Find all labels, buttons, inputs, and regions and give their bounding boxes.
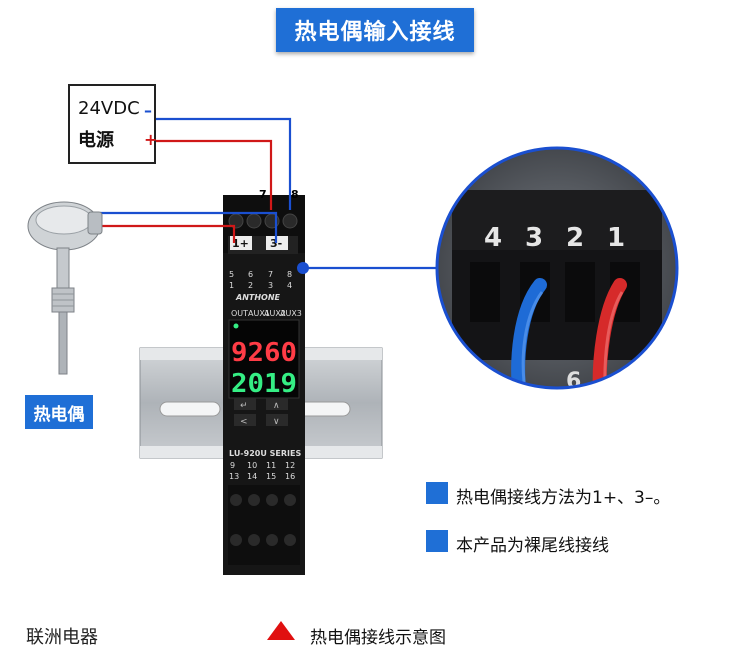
zoom-number-2: 2 xyxy=(566,223,584,253)
terminal-3-minus-label: 3- xyxy=(270,237,282,250)
negative-terminal-sign: – xyxy=(144,101,152,120)
thermocouple-sensor xyxy=(27,201,103,375)
terminal-7-label: 7 xyxy=(259,188,267,201)
out-led-icon xyxy=(233,323,239,329)
pv-display: 9260 xyxy=(231,338,297,368)
zoom-number-4: 4 xyxy=(484,223,502,253)
terminal-9: 9 xyxy=(230,461,235,470)
terminal-10: 10 xyxy=(247,461,257,470)
diagram-caption: 热电偶接线示意图 xyxy=(310,628,446,648)
zoom-circle xyxy=(435,146,679,390)
terminal-row-lower-4: 4 xyxy=(287,281,292,290)
terminal-row-lower-3: 3 xyxy=(268,281,273,290)
terminal-row-upper-3: 7 xyxy=(268,270,273,279)
up-key-icon[interactable]: ∧ xyxy=(273,401,280,411)
thermocouple-label-text: 热电偶 xyxy=(33,404,85,425)
terminal-row-upper-4: 8 xyxy=(287,270,292,279)
note-bullet-icon xyxy=(426,530,448,552)
indicator-aux1: AUX1 xyxy=(248,309,270,318)
series-label: LU-920U SERIES xyxy=(229,449,301,458)
zoom-bottom-mark: 6 xyxy=(566,369,581,394)
terminal-16: 16 xyxy=(285,472,295,481)
terminal-row-upper-2: 6 xyxy=(248,270,253,279)
zoom-number-3: 3 xyxy=(525,223,543,253)
indicator-aux3: AUX3 xyxy=(280,309,302,318)
terminal-row-upper-1: 5 xyxy=(229,270,234,279)
zoom-detail: 6 xyxy=(437,148,677,394)
power-voltage: 24VDC xyxy=(78,98,140,119)
thermocouple-negative-wire xyxy=(100,211,278,243)
thermocouple-positive-wire xyxy=(100,224,236,243)
terminal-row-lower-2: 2 xyxy=(248,281,253,290)
brand-label: ANTHONE xyxy=(235,293,281,302)
indicator-aux2: AUX2 xyxy=(264,309,286,318)
down-key-icon[interactable]: ∨ xyxy=(273,417,280,427)
din-rail xyxy=(139,347,383,459)
title-banner: 热电偶输入接线 xyxy=(276,8,474,52)
terminal-11: 11 xyxy=(266,461,276,470)
power-supply-box: 24VDC 电源 – + xyxy=(68,84,158,164)
positive-terminal-sign: + xyxy=(144,130,158,149)
note-bare-wire: 本产品为裸尾线接线 xyxy=(456,536,609,556)
indicator-out: OUT xyxy=(231,309,248,318)
enter-key-icon[interactable]: ↵ xyxy=(240,401,248,411)
thermocouple-label: 热电偶 xyxy=(25,395,93,429)
terminal-14: 14 xyxy=(247,472,257,481)
note-bullet-icon xyxy=(426,482,448,504)
power-positive-wire xyxy=(156,139,273,210)
caption-triangle-icon xyxy=(267,621,295,640)
zoom-number-1: 1 xyxy=(607,223,625,253)
terminal-12: 12 xyxy=(285,461,295,470)
left-key-icon[interactable]: < xyxy=(240,417,248,427)
zoom-anchor-dot xyxy=(297,262,309,274)
power-name: 电源 xyxy=(78,130,114,151)
terminal-row-lower-1: 1 xyxy=(229,281,234,290)
company-name: 联洲电器 xyxy=(26,627,98,648)
note-wiring-method: 热电偶接线方法为1+、3–。 xyxy=(456,488,671,508)
terminal-13: 13 xyxy=(229,472,239,481)
terminal-1-plus-label: 1+ xyxy=(232,237,249,250)
terminal-8-label: 8 xyxy=(291,188,299,201)
sv-display: 2019 xyxy=(231,369,297,399)
terminal-15: 15 xyxy=(266,472,276,481)
page-title: 热电偶输入接线 xyxy=(294,20,456,45)
power-negative-wire xyxy=(156,117,292,210)
